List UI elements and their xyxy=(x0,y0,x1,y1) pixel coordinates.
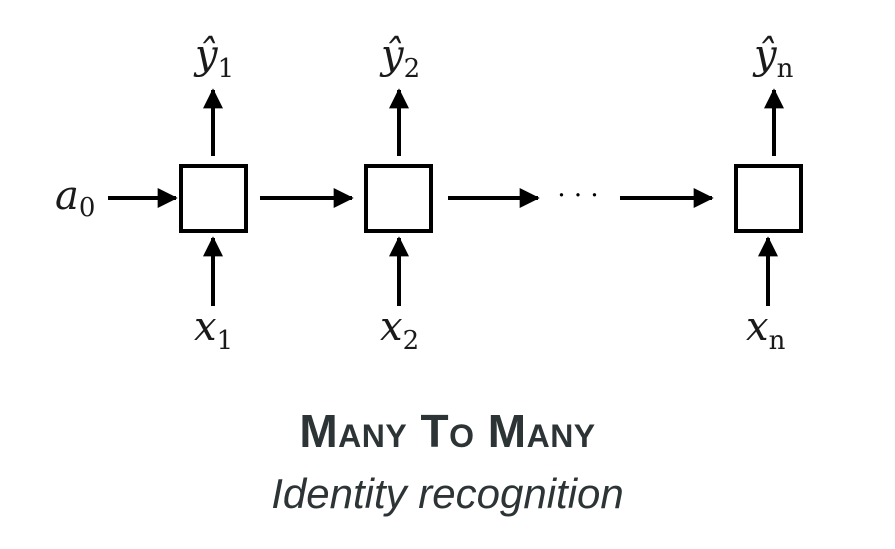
rnn-cell-n: xn ŷn xyxy=(734,32,803,356)
input-label-2: x2 xyxy=(380,304,419,356)
input-base-n: x xyxy=(746,304,769,350)
output-base-1: ŷ xyxy=(193,32,219,78)
output-sub-1: 1 xyxy=(218,54,235,84)
cell-box xyxy=(734,164,803,233)
input-sub-2: 2 xyxy=(403,326,420,356)
output-label-2: ŷ2 xyxy=(379,32,420,84)
output-base-2: ŷ xyxy=(379,32,405,78)
input-sub-n: n xyxy=(769,326,786,356)
rnn-many-to-many-diagram: a0 · · · x1 ŷ1 x2 ŷ2 xn xyxy=(55,32,803,356)
input-sub-1: 1 xyxy=(217,326,234,356)
input-base-2: x xyxy=(380,304,403,350)
rnn-cell-1: x1 ŷ1 xyxy=(179,32,248,356)
input-label-n: xn xyxy=(746,304,786,356)
input-label-1: x1 xyxy=(194,304,233,356)
output-sub-2: 2 xyxy=(404,54,421,84)
output-label-n: ŷn xyxy=(752,32,794,84)
output-sub-n: n xyxy=(777,54,794,84)
output-base-n: ŷ xyxy=(752,32,778,78)
ellipsis: · · · xyxy=(557,181,598,211)
initial-state-sub: 0 xyxy=(79,193,96,223)
initial-state-base: a xyxy=(55,173,79,219)
caption-subtitle: Identity recognition xyxy=(271,470,624,517)
caption-title: Many To Many xyxy=(299,405,596,457)
output-label-1: ŷ1 xyxy=(193,32,234,84)
initial-state-label: a0 xyxy=(55,173,95,223)
cell-box xyxy=(364,164,433,233)
rnn-cell-2: x2 ŷ2 xyxy=(364,32,433,356)
input-base-1: x xyxy=(194,304,217,350)
cell-box xyxy=(179,164,248,233)
